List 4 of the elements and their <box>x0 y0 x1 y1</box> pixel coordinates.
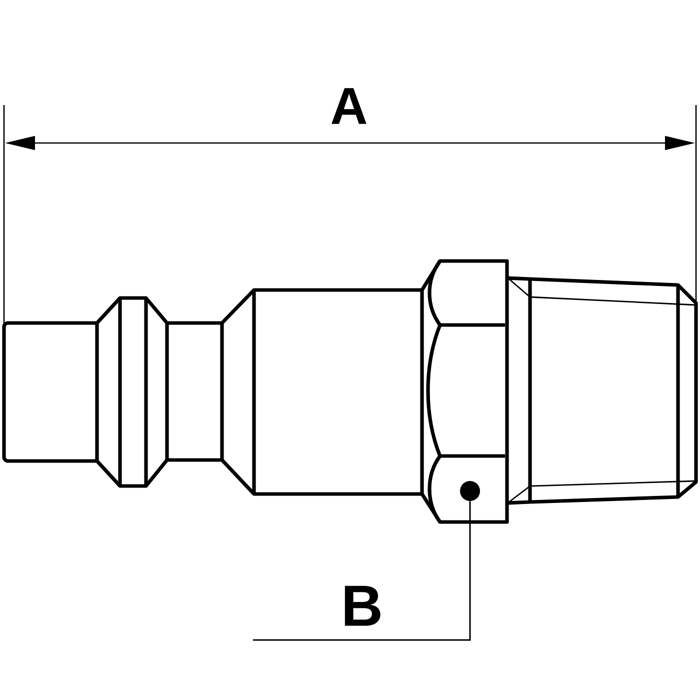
callout-label: B <box>253 586 380 641</box>
dot <box>460 481 480 501</box>
dimension-label: A <box>332 88 366 124</box>
leader-line <box>362 501 471 641</box>
